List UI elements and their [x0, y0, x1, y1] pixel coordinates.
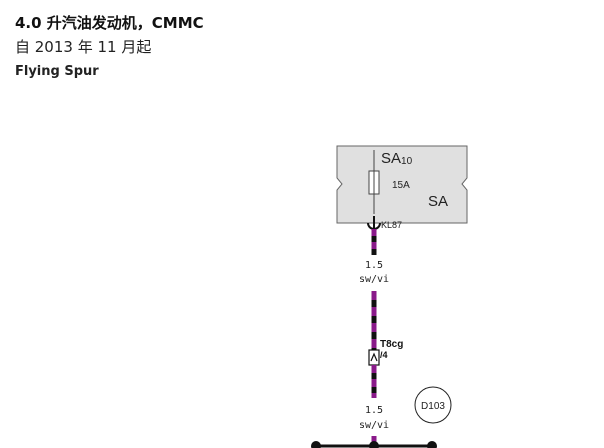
document-header: 4.0 升汽油发动机，CMMC 自 2013 年 11 月起 Flying Sp…	[15, 12, 595, 84]
fuse-box[interactable]	[336, 145, 468, 224]
connector-arrow-icon	[370, 352, 378, 362]
wire-upper-cross-section: 1.5	[365, 260, 383, 271]
splice-node-right	[427, 441, 437, 448]
wire-lower-cross-section: 1.5	[365, 405, 383, 416]
splice-node-center	[369, 441, 379, 448]
wire-lower-color-code: sw/vi	[359, 420, 389, 431]
connector-pin: /4	[380, 350, 388, 360]
fuse-component-label: SA10	[381, 150, 413, 167]
page-title: 4.0 升汽油发动机，CMMC	[15, 14, 204, 32]
splice-node-left	[311, 441, 321, 448]
validity-date: 自 2013 年 11 月起	[15, 38, 152, 56]
pin-label: KL87	[381, 220, 402, 230]
vehicle-model: Flying Spur	[15, 64, 99, 79]
connector-icon[interactable]	[368, 349, 380, 366]
ground-ref-label: D103	[421, 401, 445, 412]
connector-name: T8cg	[380, 339, 403, 350]
ground-ref-circle[interactable]	[414, 386, 452, 424]
fuse-rating-label: 15A	[392, 180, 410, 191]
fuse-box-label: SA	[428, 193, 448, 210]
wire-upper-color-code: sw/vi	[359, 274, 389, 285]
